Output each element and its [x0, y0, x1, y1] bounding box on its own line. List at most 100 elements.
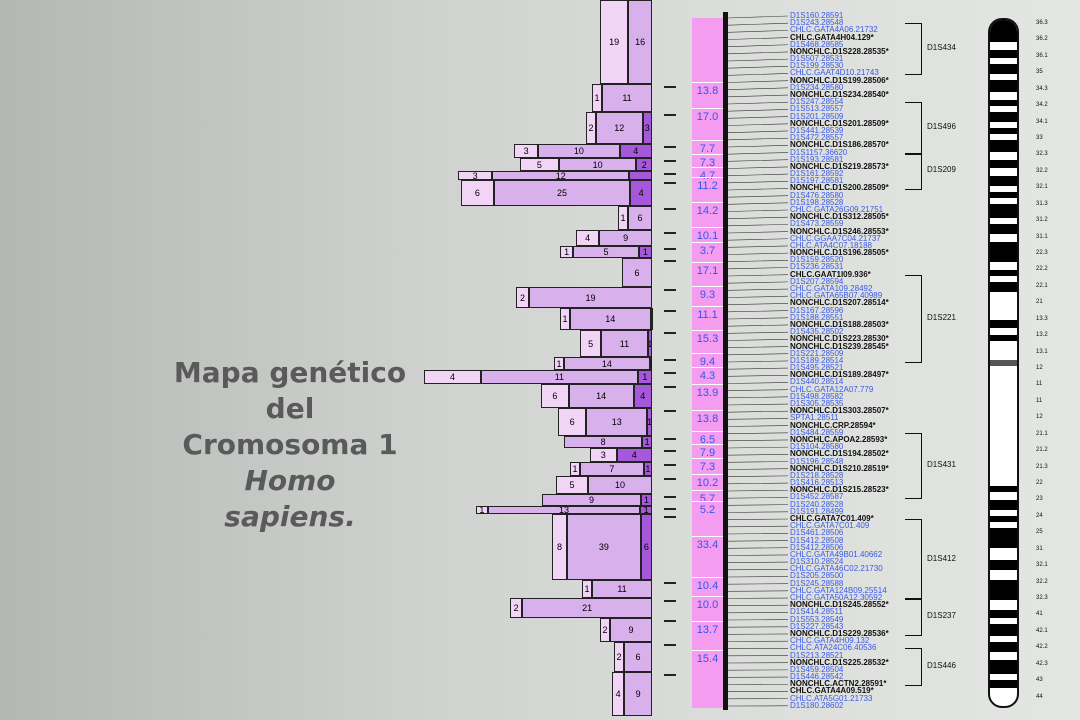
connector-line: [727, 224, 789, 227]
band-label: 32.3: [1036, 151, 1048, 158]
marker-label: D1S236.28531: [790, 262, 844, 272]
haplotype-segment: 2: [510, 598, 523, 618]
haplotype-segment: 1: [638, 246, 652, 258]
connector-line: [727, 554, 789, 556]
marker-label: D1S104.28580: [790, 442, 844, 452]
marker-label: D1S161.28592: [790, 169, 844, 179]
marker-label: SPTA1.28511: [790, 413, 839, 423]
marker-label: D1S412.28506: [790, 542, 844, 552]
haplotype-segment: 11: [481, 370, 638, 384]
interval-tick: [664, 208, 676, 210]
connector-line: [727, 109, 789, 112]
connector-line: [727, 303, 789, 305]
marker-label: NONCHLC.APOA2.28593*: [790, 434, 888, 444]
chromosome-band: [990, 660, 1017, 674]
haplotype-segment: 2: [516, 287, 529, 308]
marker-label: NONCHLC.D1S229.28536*: [790, 628, 889, 638]
connector-line: [727, 238, 789, 241]
chromosome-band: [990, 140, 1017, 152]
marker-label: CHLC.GATA50A12.30592: [790, 593, 883, 603]
band-label: 32.1: [1036, 562, 1048, 569]
haplotype-segment: 6: [622, 258, 652, 287]
distance-divider: [692, 536, 723, 537]
connector-line: [727, 195, 789, 198]
bracket-label: D1S412: [927, 553, 956, 563]
distance-divider: [692, 177, 723, 178]
marker-label: NONCHLC.D1S199.28506*: [790, 75, 889, 85]
marker-label: D1S205.28500: [790, 571, 844, 581]
distance-divider: [692, 458, 723, 459]
marker-label: D1S159.28520: [790, 255, 844, 265]
distance-divider: [692, 410, 723, 411]
chromosome-band: [990, 624, 1017, 636]
haplotype-segment: 12: [596, 112, 643, 144]
marker-label: D1S507.28531: [790, 54, 844, 64]
distance-divider: [692, 501, 723, 502]
distance-divider: [692, 367, 723, 368]
haplotype-segment: 1: [642, 436, 652, 448]
haplotype-segment: 3: [514, 144, 539, 158]
bracket-label: D1S237: [927, 610, 956, 620]
haplotype-segment: 11: [601, 330, 648, 357]
interval-tick: [664, 372, 676, 374]
connector-line: [727, 80, 789, 83]
marker-label: NONCHLC.D1S210.28519*: [790, 463, 889, 473]
band-label: 22: [1036, 480, 1043, 486]
marker-label: NONCHLC.D1S245.28552*: [790, 600, 889, 610]
interval-tick: [664, 582, 676, 584]
connector-line: [727, 468, 789, 470]
band-label: 11: [1036, 397, 1043, 404]
marker-label: CHLC.ATA4C07.18188: [790, 240, 872, 250]
connector-line: [727, 533, 789, 535]
connector-line: [727, 159, 789, 162]
bracket-label: D1S221: [927, 312, 956, 322]
marker-bracket: [905, 23, 922, 76]
chromosome-band: [990, 128, 1017, 134]
band-label: 24: [1036, 512, 1043, 519]
haplotype-segment: 14: [570, 308, 651, 330]
marker-label: NONCHLC.D1S312.28505*: [790, 212, 889, 222]
connector-line: [727, 123, 789, 126]
distance-divider: [692, 140, 723, 141]
marker-label: D1S461.28506: [790, 528, 844, 538]
haplotype-segment: 6: [628, 206, 652, 230]
connector-line: [727, 454, 789, 456]
interval-tick: [664, 516, 676, 518]
haplotype-segment: 4: [619, 144, 652, 158]
distance-label: 10.1: [696, 230, 719, 242]
marker-label: D1S193.28581: [790, 154, 844, 164]
marker-label: CHLC.GATA7C01.409: [790, 521, 870, 531]
marker-label: D1S440.28514: [790, 377, 844, 387]
interval-tick: [664, 410, 676, 412]
band-label: 42.1: [1036, 627, 1048, 634]
distance-label: 10.2: [696, 477, 719, 489]
connector-line: [727, 37, 789, 40]
haplotype-segment: 13: [586, 408, 648, 436]
interval-tick: [664, 146, 676, 148]
connector-line: [727, 410, 789, 413]
distance-label: 6.5: [699, 434, 716, 446]
haplotype-segment: 3: [642, 112, 652, 144]
distance-divider: [692, 490, 723, 491]
marker-label: CHLC.ATA24C06.40536: [790, 643, 877, 653]
haplotype-segment: 10: [558, 158, 637, 171]
haplotype-segment: 3: [458, 171, 493, 180]
distance-bar: [692, 18, 723, 708]
band-label: 21: [1036, 299, 1043, 306]
chromosome-band: [990, 680, 1017, 688]
band-label: 21.3: [1036, 463, 1048, 470]
connector-line: [727, 58, 789, 62]
band-label: 32.2: [1036, 578, 1048, 585]
marker-label: CHLC.GATA49B01.40662: [790, 549, 883, 559]
interval-tick: [664, 478, 676, 480]
distance-divider: [692, 154, 723, 155]
marker-label: CHLC.GATA26G09.21751: [790, 205, 884, 214]
marker-label: D1S198.28528: [790, 197, 844, 207]
haplotype-segment: 1: [647, 408, 652, 436]
connector-line: [727, 396, 789, 399]
distance-divider: [692, 444, 723, 445]
band-label: 22.3: [1036, 250, 1048, 256]
marker-label: NONCHLC.D1S215.28523*: [790, 485, 889, 495]
marker-bracket: [905, 102, 922, 155]
distance-divider: [692, 306, 723, 307]
